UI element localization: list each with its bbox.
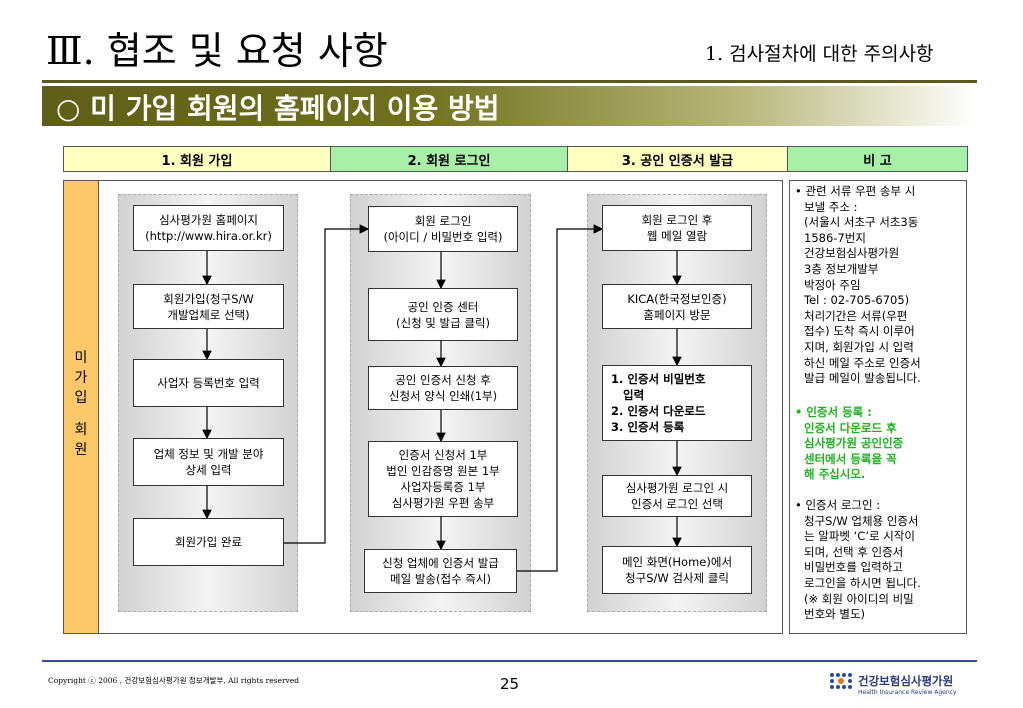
logo-name: 건강보험심사평가원: [858, 674, 954, 688]
flow-box-kica-visit: KICA(한국정보인증)홈페이지 방문: [602, 284, 752, 329]
section-banner: [42, 86, 977, 126]
remark-cert-registration: • 인증서 등록 : 인증서 다운로드 후 심사평가원 공인인증 센터에서 등록…: [795, 405, 904, 482]
page-number: 25: [500, 675, 520, 693]
column-header-login: 2. 회원 로그인: [330, 146, 568, 172]
column-header-signup: 1. 회원 가입: [63, 146, 331, 172]
hira-logo-icon: [830, 673, 852, 689]
title-divider: [42, 80, 977, 83]
side-label-bar: [63, 180, 99, 634]
remark-cert-login: • 인증서 로그인 : 청구S/W 업체용 인증서 는 알파벳 ‘C’로 시작이…: [795, 498, 921, 622]
flow-box-signup-complete: 회원가입 완료: [133, 518, 284, 566]
banner-text: ○ 미 가입 회원의 홈페이지 이용 방법: [56, 92, 500, 125]
logo-subtitle: Health Insurance Review Agency: [858, 689, 957, 696]
column-header-remarks: 비 고: [787, 146, 968, 172]
remarks-panel: [789, 180, 967, 634]
flow-box-member-login: 회원 로그인(아이디 / 비밀번호 입력): [368, 206, 518, 252]
side-label: 미 가 입 회 원: [74, 350, 88, 458]
footer-divider: [42, 660, 977, 662]
flow-box-visit-homepage: 심사평가원 홈페이지(http://www.hira.or.kr): [133, 205, 284, 251]
remark-mailing-address: • 관련 서류 우편 송부 시 보낼 주소 : (서울시 서초구 서초3동 15…: [795, 184, 921, 386]
section-subtitle: 1. 검사절차에 대한 주의사항: [705, 43, 934, 65]
flow-box-business-number: 사업자 등록번호 입력: [133, 359, 284, 407]
copyright-text: Copyright ⓒ 2006 , 건강보험심사평가원 정보개발부, All …: [48, 676, 300, 685]
flow-box-cert-center: 공인 인증 센터(신청 및 발급 클릭): [368, 288, 518, 341]
column-header-certificate: 3. 공인 인증서 발급: [567, 146, 788, 172]
page-title: Ⅲ. 협조 및 요청 사항: [46, 29, 388, 73]
